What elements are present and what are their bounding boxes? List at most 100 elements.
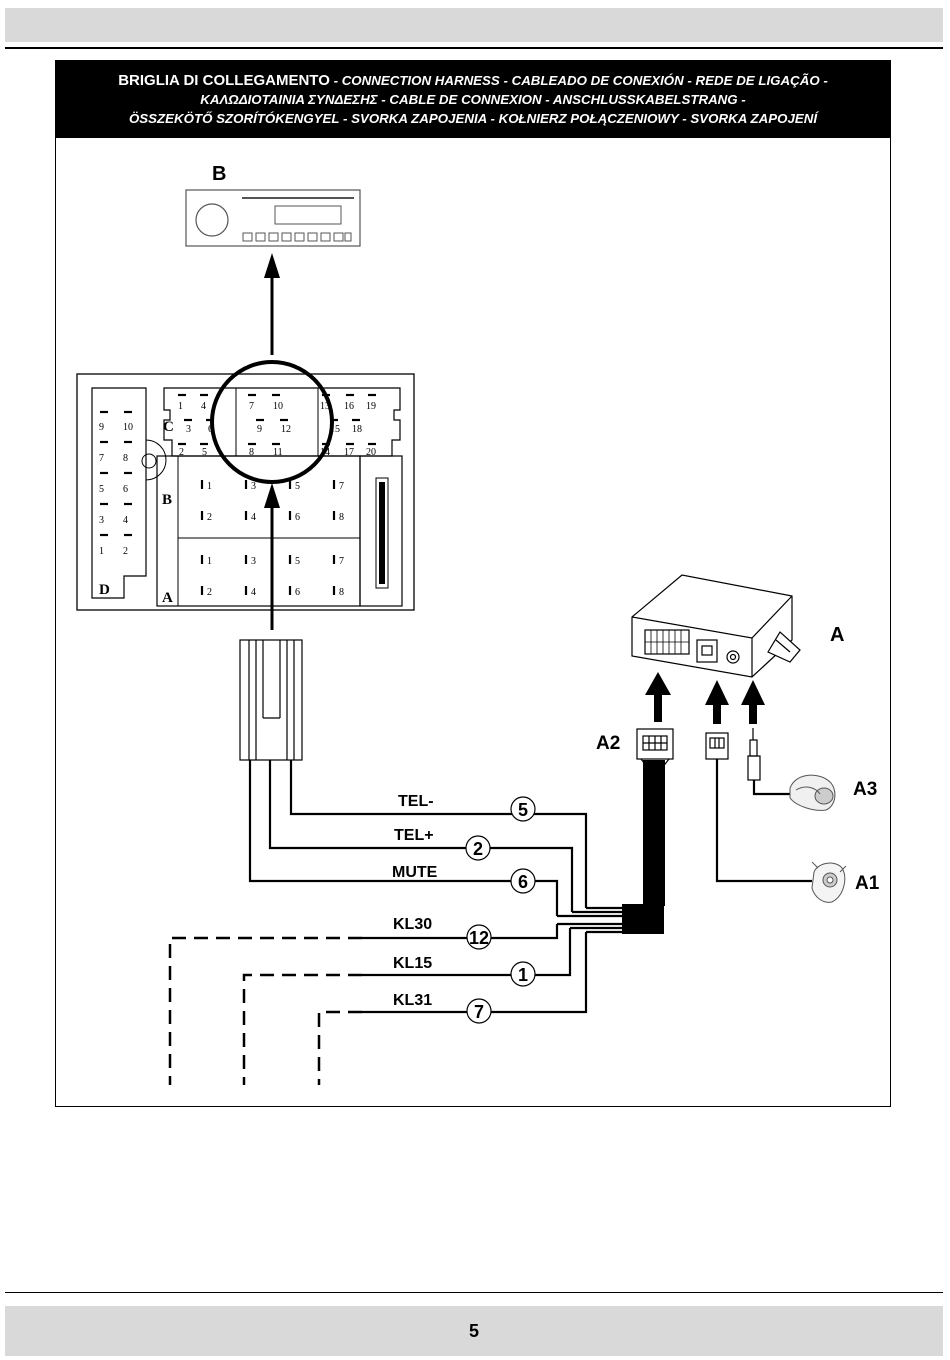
pin-a-6: 6 xyxy=(295,587,300,598)
dashed-wires xyxy=(168,936,362,1085)
top-rule xyxy=(5,47,943,49)
pin-d-2: 2 xyxy=(123,546,128,557)
top-band xyxy=(5,8,943,42)
radio-unit xyxy=(185,189,361,247)
pin-c-7: 7 xyxy=(249,401,254,412)
pin-d-10: 10 xyxy=(123,422,133,433)
pin-c-16: 16 xyxy=(344,401,354,412)
pin-b-8: 8 xyxy=(339,512,344,523)
pin-number-1: 1 xyxy=(518,965,528,985)
pin-c-1: 1 xyxy=(178,401,183,412)
pin-numbers: 5 2 6 12 1 7 xyxy=(469,800,528,1022)
pin-c-5: 5 xyxy=(202,447,207,458)
wire-label-kl30: KL30 xyxy=(393,916,432,933)
title-line-3: ÖSSZEKÖTŐ SZORÍTÓKENGYEL - SVORKA ZAPOJE… xyxy=(128,111,818,126)
wire-label-tel-plus: TEL+ xyxy=(394,827,434,844)
label-radio: B xyxy=(212,163,226,185)
bottom-rule xyxy=(5,1292,943,1293)
pin-c-2: 2 xyxy=(179,447,184,458)
title-line-1: BRIGLIA DI COLLEGAMENTO - CONNECTION HAR… xyxy=(55,71,891,90)
pin-d-9: 9 xyxy=(99,422,104,433)
pin-number-7: 7 xyxy=(474,1002,484,1022)
title-main: BRIGLIA DI COLLEGAMENTO xyxy=(118,72,330,89)
pin-c-3: 3 xyxy=(186,424,191,435)
pin-d-4: 4 xyxy=(123,515,128,526)
pin-b-7: 7 xyxy=(339,481,344,492)
pin-circles xyxy=(465,796,536,1024)
module-arrows xyxy=(645,672,765,724)
section-c-label: C xyxy=(163,419,174,435)
pin-b-5: 5 xyxy=(295,481,300,492)
wire-labels: TEL- TEL+ MUTE KL30 KL15 KL31 xyxy=(392,793,438,1009)
pin-c-17: 17 xyxy=(344,447,354,458)
pin-a-7: 7 xyxy=(339,556,344,567)
pin-number-6: 6 xyxy=(518,872,528,892)
label-microphone: A3 xyxy=(853,779,877,800)
remote-button-icon xyxy=(811,861,847,903)
pin-c-12: 12 xyxy=(281,424,291,435)
pin-d-6: 6 xyxy=(123,484,128,495)
interface-module xyxy=(631,574,801,678)
section-b-label: B xyxy=(162,492,172,508)
pin-d-1: 1 xyxy=(99,546,104,557)
pin-number-2: 2 xyxy=(473,839,483,859)
title-line-2: ΚΑΛΩΔΙΟΤΑΙΝΙΑ ΣΥΝΔΕΣΗΣ - CABLE DE CONNEX… xyxy=(200,92,746,107)
wire-label-tel-minus: TEL- xyxy=(398,793,434,810)
harness-wires xyxy=(248,760,622,1014)
wire-a1 xyxy=(715,759,812,883)
pin-b-1: 1 xyxy=(207,481,212,492)
wire-label-mute: MUTE xyxy=(392,864,438,881)
title-bar: BRIGLIA DI COLLEGAMENTO - CONNECTION HAR… xyxy=(55,60,891,138)
pin-c-13: 13 xyxy=(320,401,330,412)
arrow-to-radio xyxy=(264,253,280,355)
label-button: A1 xyxy=(855,873,880,894)
pin-d-5: 5 xyxy=(99,484,104,495)
pin-c-18: 18 xyxy=(352,424,362,435)
pin-d-8: 8 xyxy=(123,453,128,464)
pin-number-12: 12 xyxy=(469,928,489,948)
pin-b-2: 2 xyxy=(207,512,212,523)
wire-bundle xyxy=(622,760,665,934)
pin-d-7: 7 xyxy=(99,453,104,464)
pin-c-8: 8 xyxy=(249,447,254,458)
audio-jack-a3 xyxy=(747,728,761,781)
section-a-label: A xyxy=(162,590,173,606)
title-line-1-rest: - CONNECTION HARNESS - CABLEADO DE CONEX… xyxy=(329,73,828,88)
pin-b-4: 4 xyxy=(251,512,256,523)
pin-a-3: 3 xyxy=(251,556,256,567)
pin-c-11: 11 xyxy=(273,447,283,458)
pin-a-4: 4 xyxy=(251,587,256,598)
radio-buttons xyxy=(242,232,352,242)
wire-a3 xyxy=(752,780,790,796)
iso-connector xyxy=(76,373,415,611)
pin-c-9: 9 xyxy=(257,424,262,435)
pin-c-20: 20 xyxy=(366,447,376,458)
jack-connector-a1 xyxy=(705,732,729,760)
highlight-circle xyxy=(210,360,334,484)
pin-number-5: 5 xyxy=(518,800,528,820)
wire-label-kl31: KL31 xyxy=(393,992,432,1009)
connector-a2 xyxy=(636,728,674,769)
pin-c-15: 15 xyxy=(330,424,340,435)
pin-a-2: 2 xyxy=(207,587,212,598)
pin-a-1: 1 xyxy=(207,556,212,567)
page-number: 5 xyxy=(468,1320,479,1341)
pin-c-4: 4 xyxy=(201,401,206,412)
pin-c-19: 19 xyxy=(366,401,376,412)
pin-b-3: 3 xyxy=(251,481,256,492)
microphone-icon xyxy=(789,774,836,811)
pin-b-6: 6 xyxy=(295,512,300,523)
label-connector-a2: A2 xyxy=(596,733,620,754)
section-d-label: D xyxy=(99,582,110,598)
arrow-to-iso xyxy=(264,483,280,630)
iso-pin-labels: 9 10 7 8 5 6 3 4 1 2 1 4 7 10 13 16 19 3… xyxy=(99,401,376,606)
pin-a-8: 8 xyxy=(339,587,344,598)
label-module: A xyxy=(830,624,844,646)
footer-band: 5 xyxy=(5,1306,943,1356)
pin-a-5: 5 xyxy=(295,556,300,567)
harness-plug xyxy=(239,639,303,761)
wire-label-kl15: KL15 xyxy=(393,955,432,972)
pin-d-3: 3 xyxy=(99,515,104,526)
pin-c-10: 10 xyxy=(273,401,283,412)
